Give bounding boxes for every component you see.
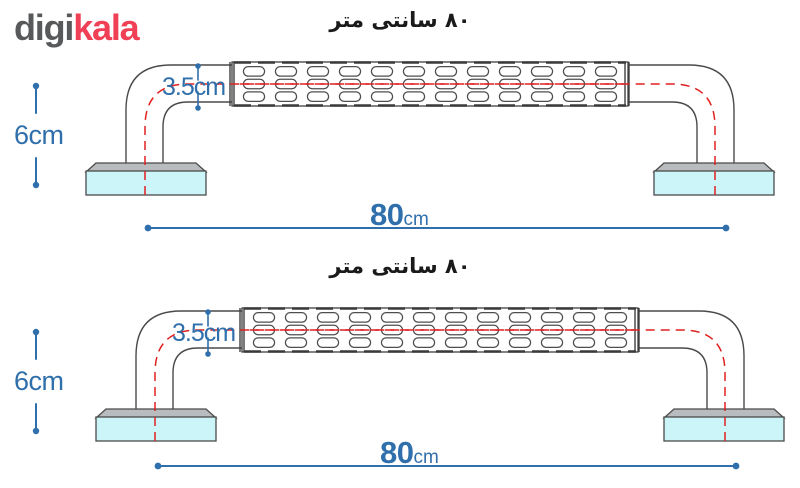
- centerline-bottom: [154, 329, 726, 441]
- dimension-height-top: [32, 82, 40, 189]
- grip-pill: [508, 337, 532, 348]
- grip-pill: [466, 66, 490, 77]
- grip-pill: [540, 312, 564, 323]
- grip-pill: [562, 91, 586, 102]
- grip-pill: [242, 91, 266, 102]
- grip-pill: [562, 66, 586, 77]
- grip-pill: [540, 337, 564, 348]
- grab-bar-diagram-bottom: ۸۰ سانتی متر: [0, 244, 800, 488]
- grip-pill-texture-top: [242, 66, 618, 102]
- grip-pill: [380, 312, 404, 323]
- left-elbow-tube-bottom: [135, 310, 243, 409]
- grip-pill: [284, 312, 308, 323]
- right-elbow-tube-top: [627, 64, 735, 163]
- digikala-logo: digikala: [14, 7, 140, 48]
- grip-pill: [476, 312, 500, 323]
- grip-pill: [444, 337, 468, 348]
- dimension-length-unit-bottom: cm: [413, 447, 439, 468]
- grip-pill: [508, 312, 532, 323]
- grip-pill: [498, 91, 522, 102]
- centerline-top: [144, 83, 716, 195]
- grip-pill: [530, 91, 554, 102]
- grip-pill: [338, 66, 362, 77]
- dimension-height-bottom: [32, 328, 40, 435]
- grip-pill: [316, 337, 340, 348]
- dimension-label-height-top: 6cm: [14, 120, 64, 150]
- grip-pill: [572, 312, 596, 323]
- right-flange-top: [652, 162, 776, 196]
- grip-pill: [380, 337, 404, 348]
- grip-pill: [348, 337, 372, 348]
- grip-pill: [402, 66, 426, 77]
- grab-bar-diagram-top: ۸۰ سانتی متر: [14, 8, 776, 233]
- dimension-label-diameter-top: 3.5cm: [162, 73, 226, 101]
- grip-pill: [252, 337, 276, 348]
- diagram-title-top: ۸۰ سانتی متر: [329, 8, 471, 32]
- dimension-label-length-top: 80cm: [370, 197, 429, 233]
- grip-pill: [306, 91, 330, 102]
- dimension-label-diameter-bottom: 3.5cm: [172, 319, 236, 347]
- grip-pill: [476, 337, 500, 348]
- right-flange-bottom: [662, 408, 786, 442]
- diagram-title-bottom: ۸۰ سانتی متر: [329, 254, 471, 278]
- dimension-length-bottom: [154, 462, 740, 470]
- grip-pill: [242, 66, 266, 77]
- grip-pill: [466, 91, 490, 102]
- grab-bar-drawing-top: [32, 61, 776, 232]
- grip-pill: [338, 91, 362, 102]
- grip-pill: [444, 312, 468, 323]
- grip-pill: [370, 66, 394, 77]
- left-elbow-tube-top: [125, 64, 233, 163]
- dimension-length-top: [144, 224, 730, 232]
- dimension-diameter-top: [195, 63, 201, 111]
- right-elbow-tube-bottom: [637, 310, 745, 409]
- dimension-label-length-bottom: 80cm: [380, 435, 439, 471]
- logo-text-kala: kala: [73, 7, 139, 48]
- grip-pill: [498, 66, 522, 77]
- grip-pill-texture-bottom: [252, 312, 628, 348]
- dimension-length-value-bottom: 80: [380, 435, 414, 470]
- grip-pill: [604, 312, 628, 323]
- grip-pill: [402, 91, 426, 102]
- grip-pill: [252, 312, 276, 323]
- grip-pill: [412, 337, 436, 348]
- grip-pill: [572, 337, 596, 348]
- left-flange-bottom: [94, 408, 218, 442]
- dimension-diameter-bottom: [205, 309, 211, 357]
- grip-pill: [316, 312, 340, 323]
- grip-pill: [274, 66, 298, 77]
- grip-pill: [594, 66, 618, 77]
- dimension-length-unit-top: cm: [403, 209, 429, 230]
- grip-pill: [594, 91, 618, 102]
- grip-pill: [412, 312, 436, 323]
- logo-text-digi: digi: [14, 7, 74, 48]
- grip-pill: [348, 312, 372, 323]
- left-flange-top: [84, 162, 208, 196]
- grip-pill: [604, 337, 628, 348]
- grip-pill: [284, 337, 308, 348]
- dimension-length-value-top: 80: [370, 197, 404, 232]
- grip-pill: [274, 91, 298, 102]
- grab-bar-drawing-bottom: [32, 307, 786, 470]
- grip-pill: [434, 66, 458, 77]
- grip-pill: [434, 91, 458, 102]
- dimension-label-height-bottom: 6cm: [14, 366, 64, 396]
- grip-pill: [370, 91, 394, 102]
- grip-pill: [530, 66, 554, 77]
- grip-pill: [306, 66, 330, 77]
